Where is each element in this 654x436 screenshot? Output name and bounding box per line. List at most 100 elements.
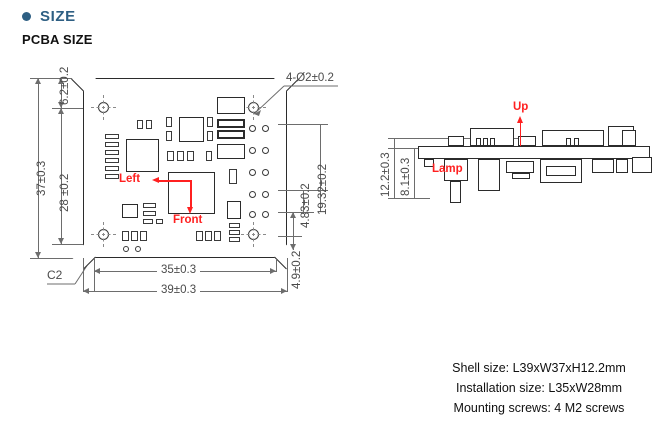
dim-label-62: 6.2±0.2	[59, 66, 71, 105]
connector-top-right-2	[217, 119, 245, 128]
dim-label-28: 28 ±0.2	[59, 173, 71, 212]
orientation-arrow-front	[187, 207, 193, 214]
crosshair-v-tr	[253, 95, 254, 120]
smd-part	[143, 219, 153, 224]
dim-label-49: 4.9±0.2	[291, 250, 303, 289]
dim-label-35: 35±0.3	[157, 264, 201, 276]
via-pad	[123, 246, 129, 252]
orientation-line-vertical	[190, 180, 192, 208]
dim-arrow-39-right	[281, 288, 287, 294]
dim-label-hole-callout: 4-Ø2±0.2	[286, 72, 334, 84]
smd-part	[177, 151, 184, 161]
dim-label-37: 37±0.3	[36, 160, 48, 196]
edge-pad	[105, 150, 119, 155]
top-component-pin	[566, 138, 571, 146]
dim-arrow-35-right	[270, 268, 276, 274]
hole-callout-leader	[253, 85, 338, 116]
dim-line-37	[38, 78, 39, 258]
connector-top-right-4	[217, 144, 245, 159]
top-component-pin	[490, 138, 495, 146]
bottom-component	[512, 173, 530, 179]
ext-line-hole-bottom	[52, 244, 102, 245]
dim-arrow-49-top	[290, 212, 296, 218]
bottom-component	[478, 159, 500, 191]
edge-pad	[105, 158, 119, 163]
dim-label-39: 39±0.3	[157, 284, 201, 296]
ext-line-v-right-outer	[287, 258, 288, 292]
crosshair-v-br	[253, 222, 254, 247]
edge-pad	[105, 166, 119, 171]
ext-line-v-left-outer	[83, 258, 84, 292]
orientation-label-left: Left	[119, 173, 141, 185]
smd-part	[137, 120, 143, 129]
bottom-component	[546, 166, 576, 176]
dim-label-483: 4.83±0.2	[300, 183, 312, 228]
connector-pad	[249, 147, 256, 154]
section-title: SIZE	[40, 8, 76, 25]
dim-arrow-37-top	[35, 78, 41, 84]
top-component	[622, 130, 636, 146]
dim-line-1932	[320, 124, 321, 212]
connector-pad	[262, 147, 269, 154]
up-arrow-line	[520, 122, 522, 146]
connector-pad	[249, 191, 256, 198]
spec-line-mounting-screws: Mounting screws: 4 M2 screws	[453, 401, 625, 415]
dim-arrow-39-left	[83, 288, 89, 294]
smd-part	[156, 219, 163, 224]
connector-top-right-3	[217, 130, 245, 139]
bottom-component-lamp	[444, 159, 468, 181]
connector-pad	[249, 211, 256, 218]
spec-line-shell-size: Shell size: L39xW37xH12.2mm	[452, 361, 626, 375]
crosshair-v-tl	[103, 95, 104, 120]
smd-part	[207, 131, 213, 141]
lamp-lead	[450, 181, 461, 203]
dim-line-28	[61, 108, 62, 244]
dim-line-49	[293, 212, 294, 250]
top-component-large	[542, 130, 604, 146]
pcb-edge-profile	[418, 146, 650, 159]
spec-text-block: Shell size: L39xW37xH12.2mm Installation…	[430, 358, 648, 418]
dim-label-81: 8.1±0.3	[400, 157, 412, 196]
edge-pad	[105, 134, 119, 139]
crosshair-v-bl	[103, 222, 104, 247]
dim-arrow-28-bottom	[58, 238, 64, 244]
lamp-label: Lamp	[432, 163, 463, 175]
connector-top-right-1	[217, 97, 245, 114]
up-arrow-head	[517, 116, 523, 123]
smd-part	[187, 151, 194, 161]
smd-part	[167, 151, 174, 161]
connector-pad	[262, 169, 269, 176]
up-label: Up	[513, 101, 529, 113]
top-component-pin	[483, 138, 488, 146]
dim-label-1932: 19.32±0.2	[317, 163, 329, 215]
edge-pad	[105, 142, 119, 147]
bottom-component	[506, 161, 534, 173]
dim-line-483	[303, 190, 304, 212]
via-pad	[135, 246, 141, 252]
ref-line-bottom	[388, 198, 430, 199]
orientation-line-horizontal	[158, 180, 192, 182]
chamfer-top-left	[71, 66, 96, 92]
smd-part	[122, 231, 129, 241]
dim-arrow-28-top	[58, 108, 64, 114]
orientation-label-front: Front	[173, 214, 203, 226]
dim-line-62	[61, 78, 62, 108]
smd-part	[166, 117, 172, 127]
ext-line-v-left-inner	[94, 258, 95, 292]
smd-part	[207, 117, 213, 127]
connector-pad	[262, 191, 269, 198]
ext-line-conn-bot	[278, 212, 314, 213]
bottom-component	[424, 159, 434, 167]
bottom-component	[632, 157, 652, 173]
bottom-component	[616, 159, 628, 173]
top-component-pin	[574, 138, 579, 146]
smd-part	[206, 151, 212, 161]
smd-part	[214, 231, 221, 241]
dim-arrow-35-left	[94, 268, 100, 274]
bullet-dot-icon	[22, 12, 31, 21]
dim-arrow-62-top	[58, 78, 64, 84]
pcba-size-subtitle: PCBA SIZE	[22, 32, 93, 47]
ext-line-conn-top	[278, 124, 328, 125]
smd-part	[227, 201, 241, 219]
smd-part	[131, 231, 138, 241]
